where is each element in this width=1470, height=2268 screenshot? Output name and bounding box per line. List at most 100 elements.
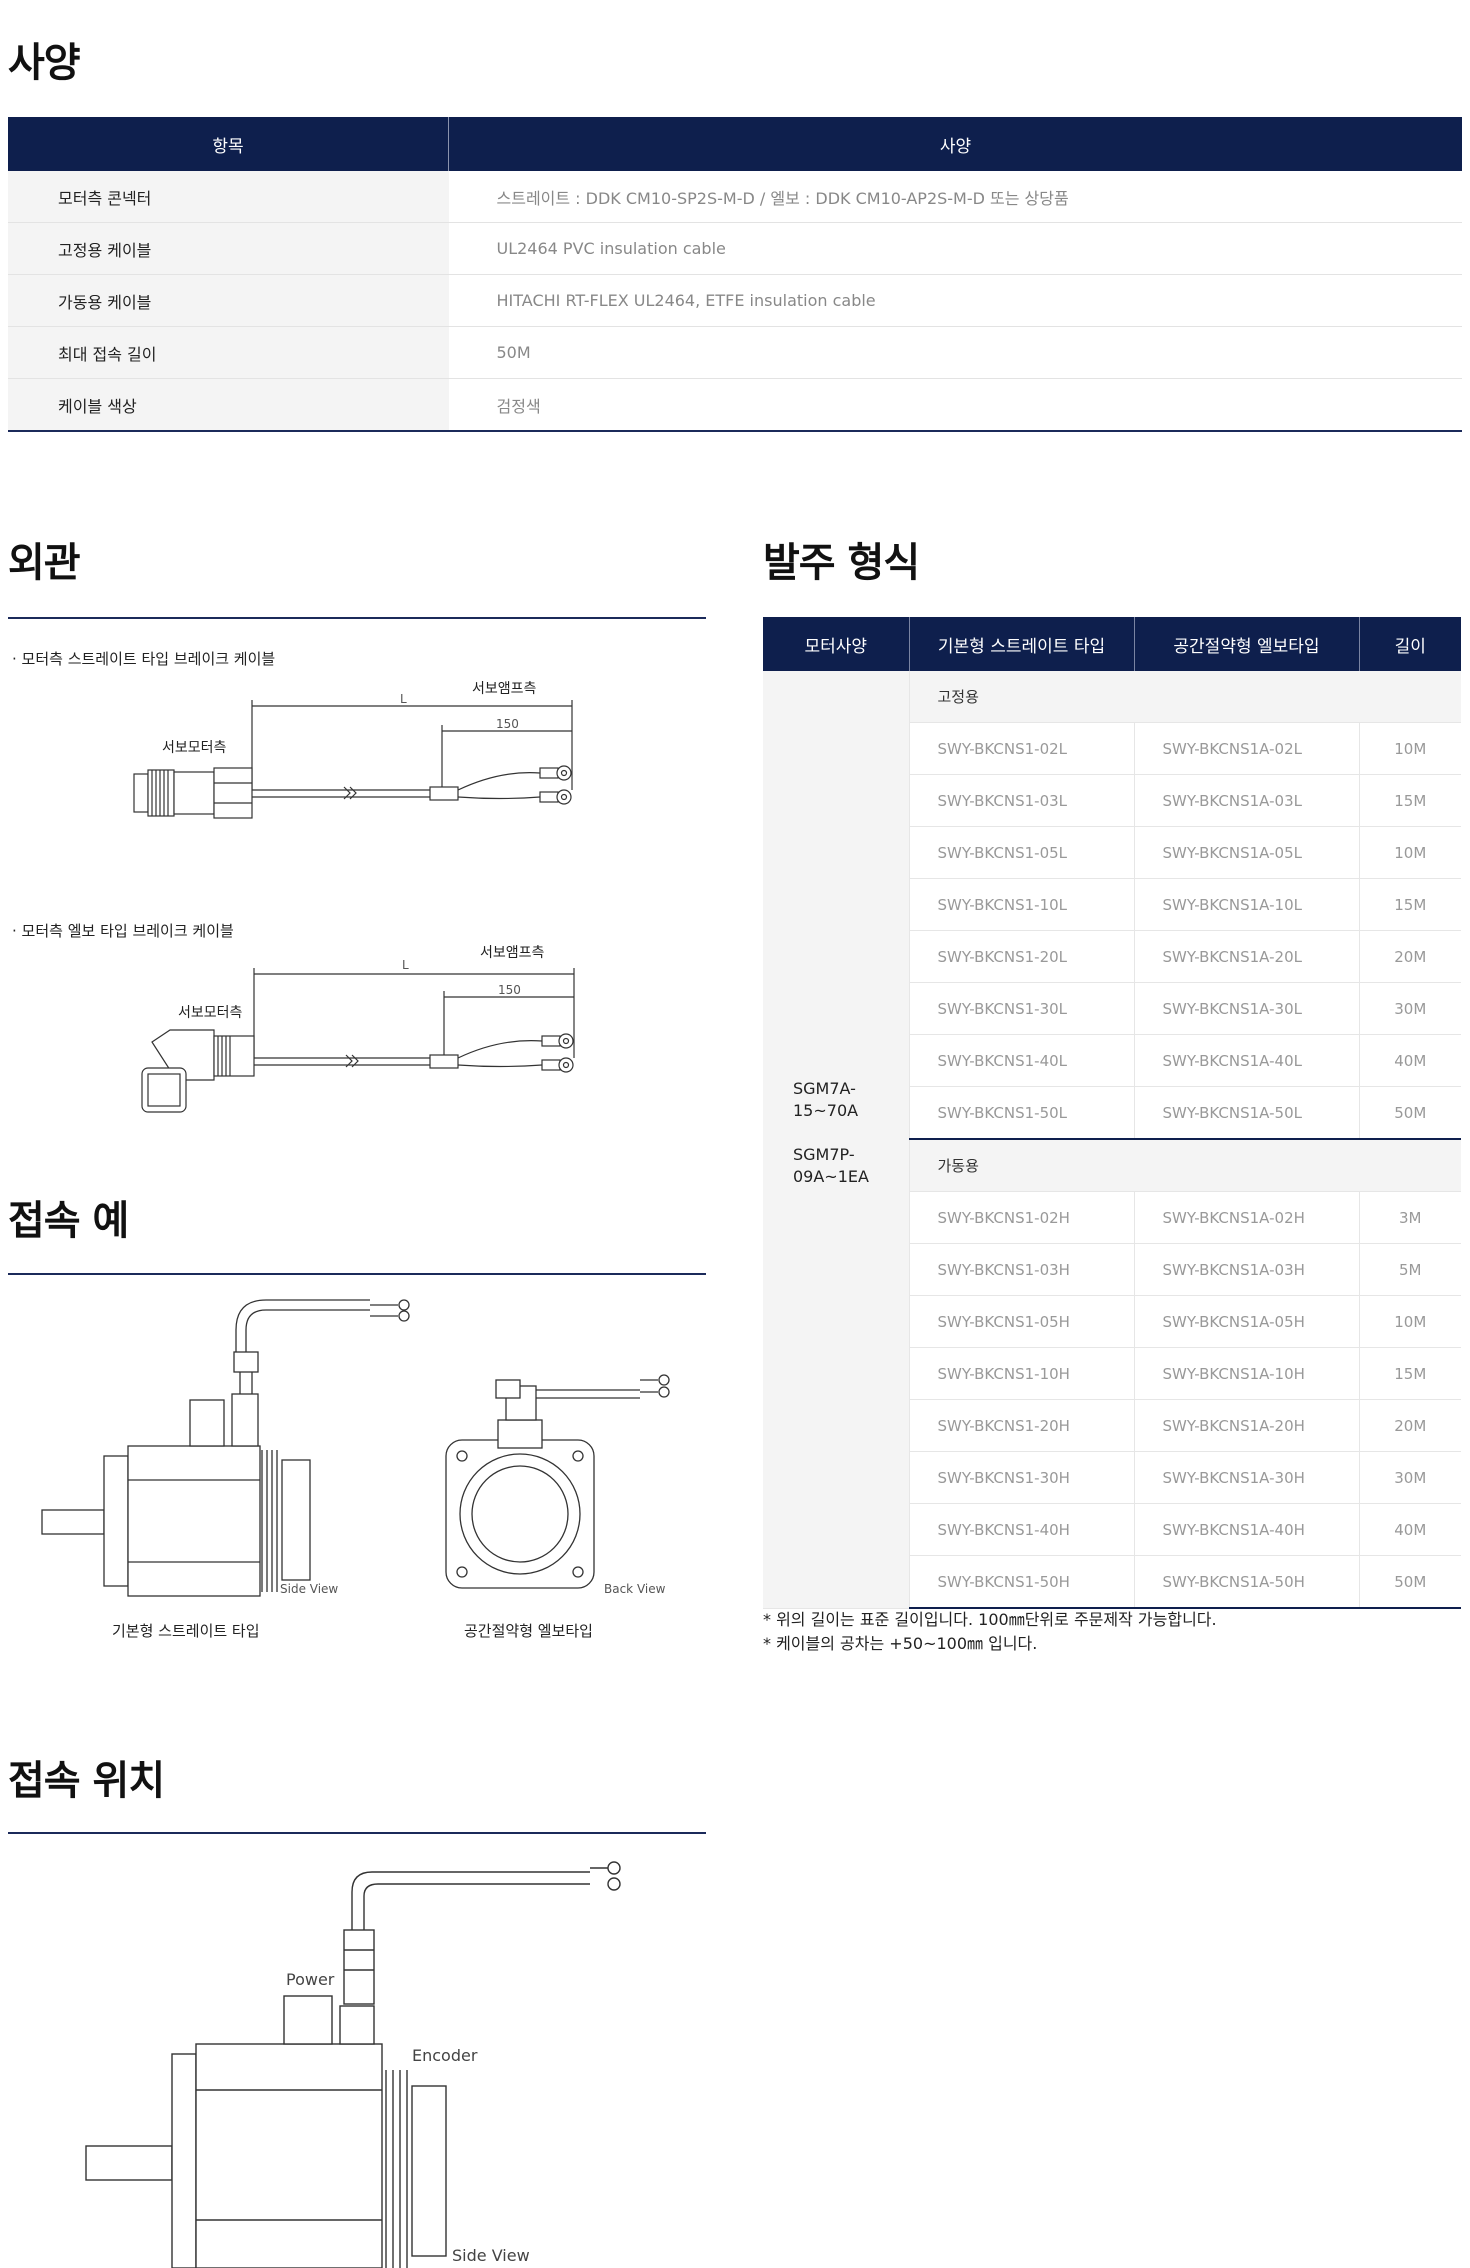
cable-length: 5M [1358,1243,1461,1296]
elbow-motor-label: 서보모터측 [178,1005,243,1021]
elbow-model: SWY-BKCNS1A-10H [1133,1347,1359,1400]
cable-length: 30M [1358,1451,1461,1504]
group-row: SGM7A- 15~70A SGM7P- 09A~1EA 고정용 [763,671,1461,1609]
spec-header-row: 항목 사양 [8,117,1462,171]
cable-length: 15M [1358,878,1461,931]
motor-spec-cell: SGM7A- 15~70A SGM7P- 09A~1EA [763,671,909,1609]
straight-model: SWY-BKCNS1-05H [908,1295,1134,1348]
elbow-model: SWY-BKCNS1A-02L [1133,722,1359,775]
elbow-model: SWY-BKCNS1A-30H [1133,1451,1359,1504]
elbow-model: SWY-BKCNS1A-40L [1133,1034,1359,1087]
spec-value: 50M [448,326,1462,379]
straight-model: SWY-BKCNS1-40L [908,1034,1134,1087]
elbow-model: SWY-BKCNS1A-03H [1133,1243,1359,1296]
straight-model: SWY-BKCNS1-02L [908,722,1134,775]
connection-position-title: 접속 위치 [8,1758,165,1804]
order-header-row: 모터사양 기본형 스트레이트 타입 공간절약형 엘보타입 길이 [763,617,1461,671]
cable-length: 15M [1358,774,1461,827]
side-view-label-2: Side View [452,2246,530,2265]
order-header-elbow: 공간절약형 엘보타입 [1134,617,1360,671]
connection-example-rule [8,1273,706,1275]
straight-caption: · 모터측 스트레이트 타입 브레이크 케이블 [12,650,276,668]
elbow-model: SWY-BKCNS1A-10L [1133,878,1359,931]
spec-value: UL2464 PVC insulation cable [448,222,1462,275]
straight-model: SWY-BKCNS1-40H [908,1503,1134,1556]
cable-length: 10M [1358,1295,1461,1348]
order-title: 발주 형식 [763,540,920,586]
spec-header-spec: 사양 [448,117,1462,171]
spec-key: 고정용 케이블 [8,222,449,275]
cable-length: 40M [1358,1503,1461,1556]
elbow-model: SWY-BKCNS1A-05L [1133,826,1359,879]
straight-model: SWY-BKCNS1-30H [908,1451,1134,1504]
straight-motor-label: 서보모터측 [162,740,227,756]
elbow-model: SWY-BKCNS1A-05H [1133,1295,1359,1348]
cable-length: 40M [1358,1034,1461,1087]
connection-example-title: 접속 예 [8,1198,129,1244]
motor-line-1: SGM7A- [793,1079,856,1099]
motor-line-2: 15~70A [793,1101,859,1121]
elbow-model: SWY-BKCNS1A-40H [1133,1503,1359,1556]
straight-model: SWY-BKCNS1-05L [908,826,1134,879]
spec-value: HITACHI RT-FLEX UL2464, ETFE insulation … [448,274,1462,327]
elbow-model: SWY-BKCNS1A-02H [1133,1191,1359,1244]
motor-line-3: SGM7P- [793,1145,855,1165]
straight-dim-150: 150 [496,717,519,731]
order-header-straight: 기본형 스트레이트 타입 [909,617,1135,671]
order-note-2: * 케이블의 공차는 +50~100㎜ 입니다. [763,1634,1038,1653]
straight-model: SWY-BKCNS1-50H [908,1555,1134,1609]
connection-position-rule [8,1832,706,1834]
back-view-label: Back View [604,1582,666,1596]
cable-length: 50M [1358,1086,1461,1140]
order-header-length: 길이 [1359,617,1461,671]
spec-value: 스트레이트 : DDK CM10-SP2S-M-D / 엘보 : DDK CM1… [448,171,1462,223]
straight-model: SWY-BKCNS1-10L [908,878,1134,931]
straight-model: SWY-BKCNS1-02H [908,1191,1134,1244]
spec-key: 케이블 색상 [8,378,449,432]
elbow-caption: · 모터측 엘보 타입 브레이크 케이블 [12,922,234,940]
cable-length: 50M [1358,1555,1461,1609]
appearance-rule [8,617,706,619]
straight-model: SWY-BKCNS1-30L [908,982,1134,1035]
cable-length: 20M [1358,1399,1461,1452]
elbow-model: SWY-BKCNS1A-50L [1133,1086,1359,1140]
order-header-motor: 모터사양 [763,617,910,671]
straight-dim-L: L [400,692,407,706]
motor-line-4: 09A~1EA [793,1167,869,1187]
straight-model: SWY-BKCNS1-03H [908,1243,1134,1296]
straight-model: SWY-BKCNS1-50L [908,1086,1134,1140]
power-label: Power [286,1970,335,1989]
appearance-title: 외관 [8,540,81,586]
order-note-1: * 위의 길이는 표준 길이입니다. 100㎜단위로 주문제작 가능합니다. [763,1610,1217,1629]
straight-amp-label: 서보앰프측 [472,681,537,697]
cable-length: 30M [1358,982,1461,1035]
spec-value: 검정색 [448,378,1462,432]
cable-length: 3M [1358,1191,1461,1244]
elbow-type-caption: 공간절약형 엘보타입 [464,1622,593,1640]
spec-key: 최대 접속 길이 [8,326,449,379]
cable-length: 20M [1358,930,1461,983]
